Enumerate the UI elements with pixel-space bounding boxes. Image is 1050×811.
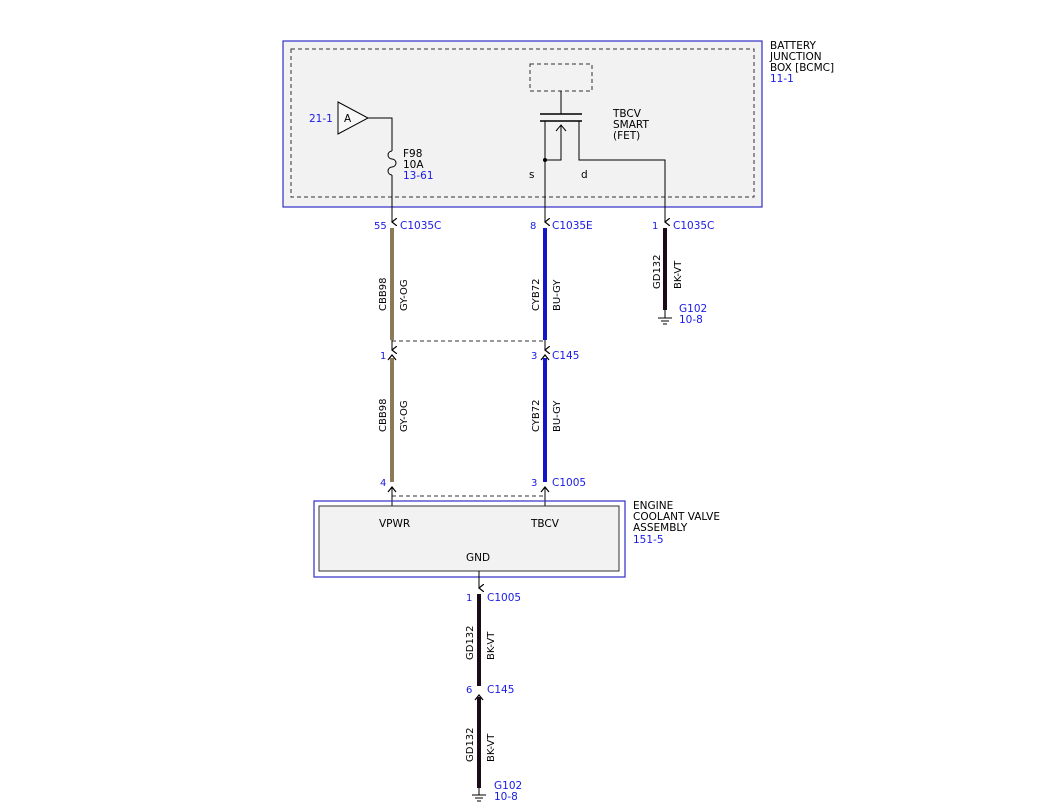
wire-circuit-label: GD132 [465,625,476,660]
bjb-title-line-3: BOX [BCMC] [770,62,834,74]
connector-c1005: 4 3 C1005 [380,477,586,506]
pin-gnd-label: GND [466,552,490,564]
fet-label-line-1: TBCV [612,108,642,120]
connector-pin: 1 [466,593,472,604]
fuse-page-ref[interactable]: 13-61 [403,170,434,182]
ecva-page-ref[interactable]: 151-5 [633,534,664,546]
connector-name[interactable]: C145 [487,684,514,696]
power-source-ref[interactable]: 21-1 [309,113,333,125]
connector-pin: 1 [380,351,386,362]
fuse-rating: 10A [403,159,424,171]
fet-drain-label: d [581,169,588,181]
ecva-title-line-1: ENGINE [633,500,673,512]
tbcv-smart-fet: TBCV SMART (FET) s d [529,63,666,214]
wire-circuit-label: GD132 [652,254,663,289]
wire-cbb98-lower: CBB98 GY-OG [378,358,410,482]
wire-circuit-label: CYB72 [531,279,542,312]
fet-source-label: s [529,169,534,181]
power-source: 21-1 A [309,101,370,135]
wire-color-label: BU-GY [552,400,563,432]
connector-pin: 3 [531,478,537,489]
power-source-label: A [344,113,352,125]
connector-name[interactable]: C1005 [552,477,586,489]
ecva-title-line-3: ASSEMBLY [633,522,688,534]
connector-name[interactable]: C1005 [487,592,521,604]
connector-pin: 55 [374,221,387,232]
connector-c1035c-pin55: 55 C1035C [374,212,441,232]
wire-cbb98-upper: CBB98 GY-OG [378,228,410,340]
connector-pin: 3 [531,351,537,362]
wire-color-label: BU-GY [552,279,563,311]
fet-body-diode-arrow-icon [555,124,567,132]
wire-circuit-label: CBB98 [378,278,389,311]
ground-g102-bottom: G102 10-8 [472,780,522,803]
fuse-f98: F98 10A 13-61 [368,117,434,214]
connector-name[interactable]: C1035C [400,220,441,232]
connector-name[interactable]: C145 [552,350,579,362]
bjb-title-line-1: BATTERY [770,40,816,52]
engine-coolant-valve-assembly: VPWR TBCV GND ENGINE COOLANT VALVE ASSEM… [313,500,720,578]
pin-vpwr-label: VPWR [379,518,410,530]
wire-gd132-valve-upper: GD132 BK-VT [465,594,497,686]
ground-name[interactable]: G102 [494,780,522,792]
ground-page-ref[interactable]: 10-8 [679,314,703,326]
power-source-triangle-icon [337,101,370,135]
ecva-title-line-2: COOLANT VALVE [633,511,720,523]
ground-page-ref[interactable]: 10-8 [494,791,518,803]
wire-color-label: GY-OG [399,400,410,432]
wire-cyb72-lower: CYB72 BU-GY [531,358,563,482]
fuse-icon [387,150,397,176]
wire-cyb72-upper: CYB72 BU-GY [531,228,563,340]
connector-name[interactable]: C1035E [552,220,593,232]
fet-label-line-2: SMART [613,119,649,131]
bjb-title-line-2: JUNCTION [769,51,822,63]
bjb-page-ref[interactable]: 11-1 [770,73,794,85]
wire-gd132-valve-lower: GD132 BK-VT [465,697,497,788]
fet-label-line-3: (FET) [613,130,640,142]
connector-c145: 1 3 C145 [380,340,579,362]
connector-c1035e-pin8: 8 C1035E [530,212,593,232]
pin-tbcv-label: TBCV [530,518,560,530]
connector-pin: 6 [466,685,472,696]
battery-junction-box: BATTERY JUNCTION BOX [BCMC] 11-1 [282,40,834,208]
connector-c1035c-pin1: 1 C1035C [652,212,714,232]
ground-name[interactable]: G102 [679,303,707,315]
wire-circuit-label: CYB72 [531,400,542,433]
connector-pin: 8 [530,221,536,232]
wire-color-label: GY-OG [399,279,410,311]
connector-pin: 4 [380,478,386,489]
wire-color-label: BK-VT [673,260,684,289]
connector-pin: 1 [652,221,658,232]
ground-g102-top: G102 10-8 [658,303,707,326]
wire-circuit-label: CBB98 [378,399,389,432]
connector-name[interactable]: C1035C [673,220,714,232]
connector-c1005-gnd: 1 C1005 [466,571,521,604]
wire-color-label: BK-VT [486,733,497,762]
fuse-name: F98 [403,148,422,160]
wire-color-label: BK-VT [486,631,497,660]
wire-circuit-label: GD132 [465,727,476,762]
connector-c145-gnd: 6 C145 [466,684,514,701]
wire-gd132-bjb: GD132 BK-VT [652,228,684,310]
